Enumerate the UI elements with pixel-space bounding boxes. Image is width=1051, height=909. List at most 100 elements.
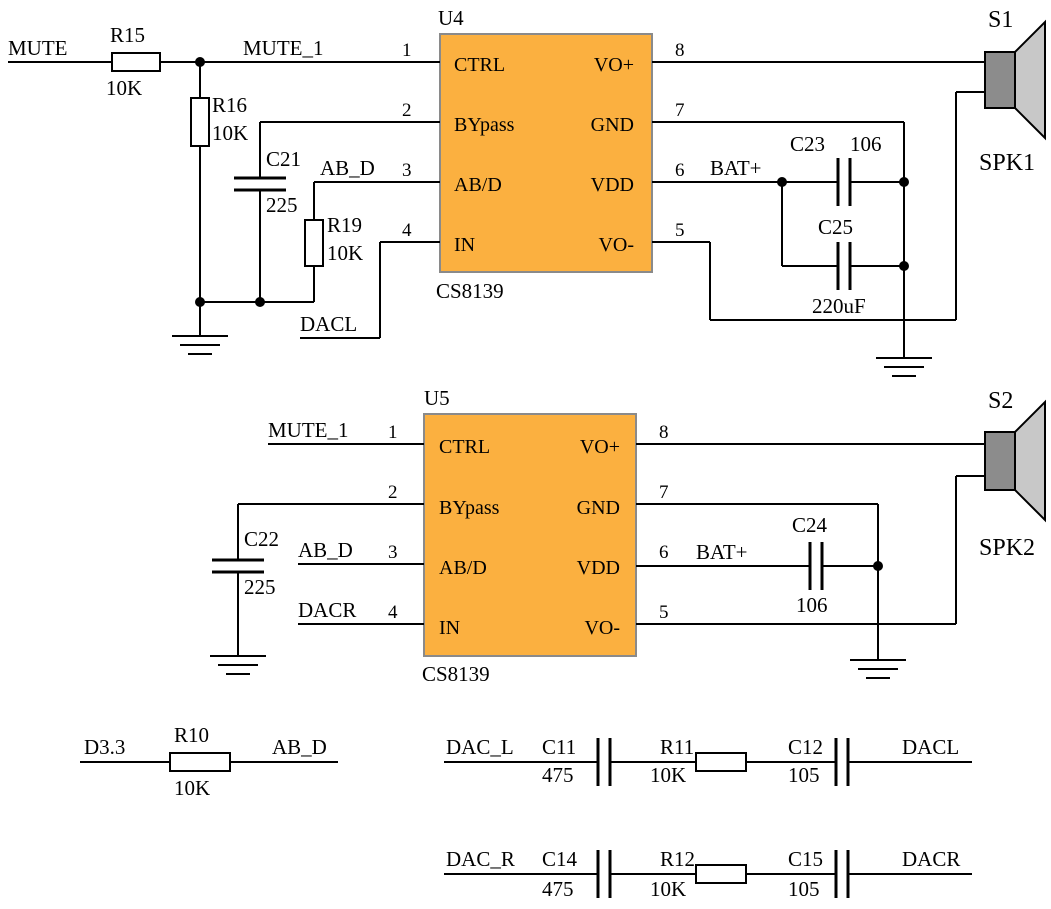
u5-pin-abd: AB/D bbox=[439, 557, 487, 579]
u5-pin-vo-plus: VO+ bbox=[580, 436, 620, 458]
r11-value: 10K bbox=[650, 763, 686, 787]
c14-ref: C14 bbox=[542, 847, 578, 871]
r15-resistor bbox=[111, 52, 161, 72]
r16-resistor bbox=[190, 97, 210, 147]
r19-resistor bbox=[304, 219, 324, 267]
u4-chip-body bbox=[439, 33, 653, 273]
u5-pin-gnd: GND bbox=[577, 497, 620, 519]
u5-pin-vo-minus: VO- bbox=[584, 617, 620, 639]
u4-pin-vdd: VDD bbox=[591, 174, 634, 196]
net-ab-d-u5: AB_D bbox=[298, 538, 353, 562]
u5-pin-ctrl: CTRL bbox=[439, 436, 490, 458]
speaker-s1: S1 SPK1 bbox=[979, 7, 1046, 176]
c25-ref: C25 bbox=[818, 215, 853, 239]
r11-ref: R11 bbox=[660, 735, 694, 759]
c24-ref: C24 bbox=[792, 513, 828, 537]
ground-symbol-u5-right bbox=[850, 659, 906, 679]
speaker-s2-ref: S2 bbox=[988, 388, 1013, 414]
u5-ref: U5 bbox=[424, 386, 450, 410]
speaker-s2-name: SPK2 bbox=[979, 535, 1035, 561]
u5-pin-bypass: BYpass bbox=[439, 497, 500, 519]
r12-value: 10K bbox=[650, 877, 686, 901]
r10-value: 10K bbox=[174, 776, 210, 800]
u4-ref: U4 bbox=[438, 6, 464, 30]
speaker-s1-ref: S1 bbox=[988, 7, 1013, 33]
speaker-s1-name: SPK1 bbox=[979, 150, 1035, 176]
r15-ref: R15 bbox=[110, 23, 145, 47]
c12-ref: C12 bbox=[788, 735, 823, 759]
net-dacr-u5: DACR bbox=[298, 598, 356, 622]
r16-value: 10K bbox=[212, 121, 248, 145]
r11-resistor bbox=[695, 752, 747, 772]
net-mute: MUTE bbox=[8, 36, 68, 60]
u4-pin-num-5: 5 bbox=[675, 220, 685, 241]
net-ab-d-u4: AB_D bbox=[320, 156, 375, 180]
net-dacl-u4: DACL bbox=[300, 312, 357, 336]
u4-output-network: BAT+ C23 106 C25 220uF bbox=[652, 61, 985, 377]
u5-pin-num-7: 7 bbox=[659, 482, 669, 503]
u4-pin-abd: AB/D bbox=[454, 174, 502, 196]
c25-value: 220uF bbox=[812, 294, 866, 318]
c21-value: 225 bbox=[266, 193, 298, 217]
c24-value: 106 bbox=[796, 593, 828, 617]
r12-ref: R12 bbox=[660, 847, 695, 871]
speaker-s1-cone bbox=[1014, 19, 1046, 141]
u5-pin-num-5: 5 bbox=[659, 602, 669, 623]
c23-value: 106 bbox=[850, 132, 882, 156]
net-d33: D3.3 bbox=[84, 735, 125, 759]
net-dacl-out: DACL bbox=[902, 735, 959, 759]
dac-r-coupling-circuit: DAC_R C14 475 R12 10K C15 105 DACR bbox=[444, 847, 972, 901]
r10-pullup-circuit: D3.3 R10 10K AB_D bbox=[80, 723, 338, 800]
u4-pin-ctrl: CTRL bbox=[454, 54, 505, 76]
u5-output-network: BAT+ C24 106 bbox=[636, 443, 985, 679]
c22-value: 225 bbox=[244, 575, 276, 599]
u5-pin-num-3: 3 bbox=[388, 542, 398, 563]
c11-ref: C11 bbox=[542, 735, 576, 759]
net-dacr-out: DACR bbox=[902, 847, 960, 871]
u5-pin-in: IN bbox=[439, 617, 460, 639]
speaker-s2: S2 SPK2 bbox=[979, 388, 1046, 561]
r15-value: 10K bbox=[106, 76, 142, 100]
net-mute-1: MUTE_1 bbox=[243, 36, 324, 60]
u4-pin-bypass: BYpass bbox=[454, 114, 515, 136]
dac-l-coupling-circuit: DAC_L C11 475 R11 10K C12 105 DACL bbox=[444, 735, 972, 787]
u4-amplifier: U4 CS8139 CTRL BYpass AB/D IN VO+ GND VD… bbox=[402, 6, 685, 303]
net-dac-r: DAC_R bbox=[446, 847, 515, 871]
junction-gnd-c21 bbox=[255, 297, 265, 307]
u5-pin-num-1: 1 bbox=[388, 422, 398, 443]
u5-pin-num-8: 8 bbox=[659, 422, 669, 443]
r19-value: 10K bbox=[327, 241, 363, 265]
u4-part: CS8139 bbox=[436, 279, 504, 303]
net-mute-1-u5: MUTE_1 bbox=[268, 418, 349, 442]
net-bat-u4: BAT+ bbox=[710, 156, 762, 180]
u4-pin-num-2: 2 bbox=[402, 100, 412, 121]
r10-ref: R10 bbox=[174, 723, 209, 747]
u4-input-network: MUTE R15 10K MUTE_1 R16 10K C21 225 AB_D… bbox=[8, 23, 440, 355]
u5-chip-body bbox=[423, 413, 637, 657]
u4-pin-vo-minus: VO- bbox=[598, 234, 634, 256]
c14-value: 475 bbox=[542, 877, 574, 901]
r19-ref: R19 bbox=[327, 213, 362, 237]
r10-resistor bbox=[169, 752, 231, 772]
r16-ref: R16 bbox=[212, 93, 247, 117]
u4-pin-gnd: GND bbox=[591, 114, 634, 136]
u4-pin-num-6: 6 bbox=[675, 160, 685, 181]
u4-pin-num-7: 7 bbox=[675, 100, 685, 121]
c23-ref: C23 bbox=[790, 132, 825, 156]
c15-ref: C15 bbox=[788, 847, 823, 871]
speaker-s2-magnet bbox=[984, 431, 1016, 491]
u4-pin-vo-plus: VO+ bbox=[594, 54, 634, 76]
u4-pin-num-4: 4 bbox=[402, 220, 412, 241]
r12-resistor bbox=[695, 864, 747, 884]
net-bat-u5: BAT+ bbox=[696, 540, 748, 564]
u5-input-network: MUTE_1 C22 225 AB_D DACR bbox=[210, 418, 424, 675]
u5-part: CS8139 bbox=[422, 662, 490, 686]
u4-pin-in: IN bbox=[454, 234, 475, 256]
u5-pin-vdd: VDD bbox=[577, 557, 620, 579]
net-ab-d-r10: AB_D bbox=[272, 735, 327, 759]
net-dac-l: DAC_L bbox=[446, 735, 514, 759]
c12-value: 105 bbox=[788, 763, 820, 787]
u5-pin-num-2: 2 bbox=[388, 482, 398, 503]
ground-symbol-u4-right bbox=[876, 357, 932, 377]
